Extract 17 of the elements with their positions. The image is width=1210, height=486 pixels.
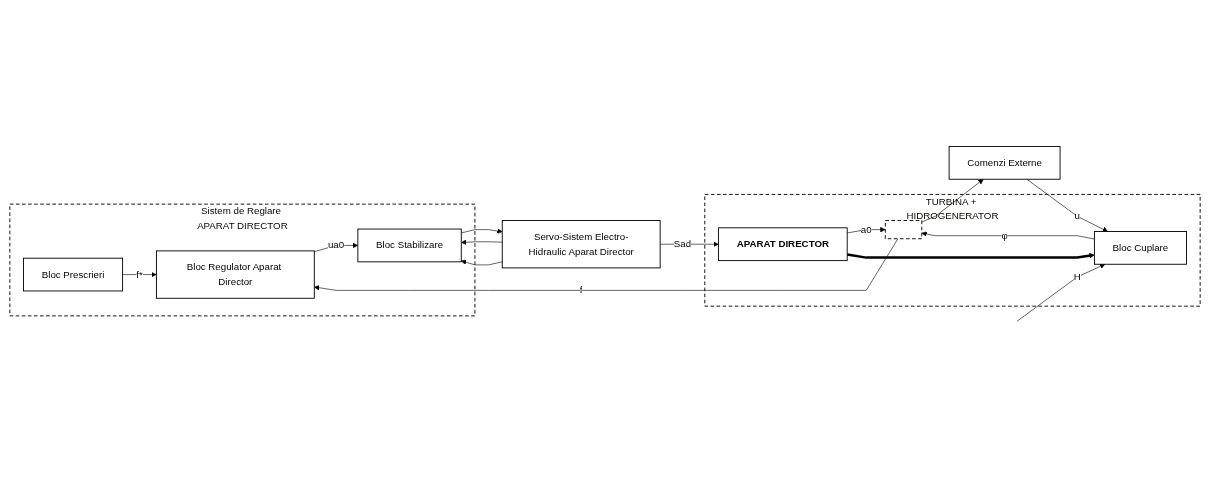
node-box: Comenzi Externe — [948, 146, 1061, 180]
edge-label: f — [579, 284, 583, 296]
node-box: Servo-Sistem Electro-Hidraulic Aparat Director — [501, 220, 661, 269]
arrow — [847, 253, 1095, 259]
node-box: APARAT DIRECTOR — [718, 227, 848, 262]
edge-label: a0 — [860, 224, 872, 235]
node-box: Bloc Cuplare — [1093, 231, 1187, 265]
edge-label: φ — [1001, 230, 1008, 241]
edge-label: H — [1073, 271, 1081, 282]
node-box: Bloc Regulator Aparat Director — [155, 250, 315, 299]
edge-label: ua0 — [327, 239, 345, 251]
node-box: Bloc Stabilizare — [357, 228, 462, 263]
node-box — [884, 220, 923, 240]
edge-label: Sad — [673, 238, 692, 250]
edge-label: f* — [136, 269, 143, 280]
node-box: Bloc Prescrieri — [23, 257, 124, 292]
edge-label: u — [1074, 210, 1080, 222]
